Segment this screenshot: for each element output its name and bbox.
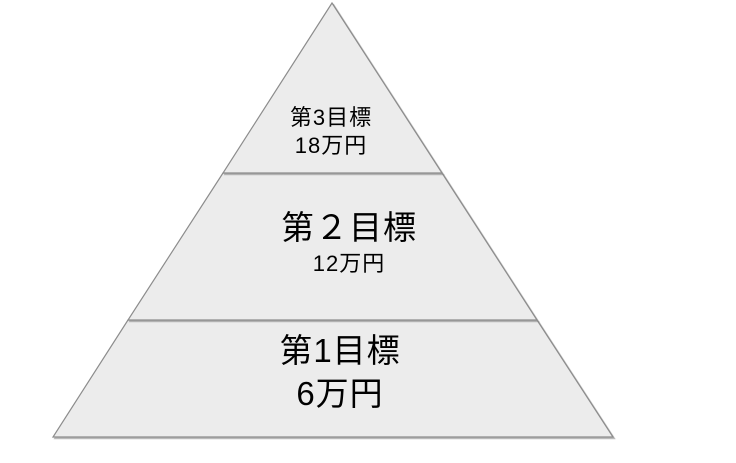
- tier-top-text: 第3目標 18万円: [181, 104, 481, 159]
- tier-bottom-amount: 6万円: [296, 375, 384, 412]
- tier-middle-text: 第２目標 12万円: [199, 209, 499, 277]
- tier-top-amount: 18万円: [294, 133, 368, 158]
- tier-top-label: 第3目標: [289, 105, 373, 130]
- tier-top-shape: [221, 1, 444, 174]
- tier-middle-amount: 12万円: [312, 251, 386, 276]
- tier-bottom-text: 第1目標 6万円: [190, 331, 490, 415]
- tier-bottom-label: 第1目標: [279, 332, 401, 369]
- tier-middle-label: 第２目標: [281, 209, 417, 246]
